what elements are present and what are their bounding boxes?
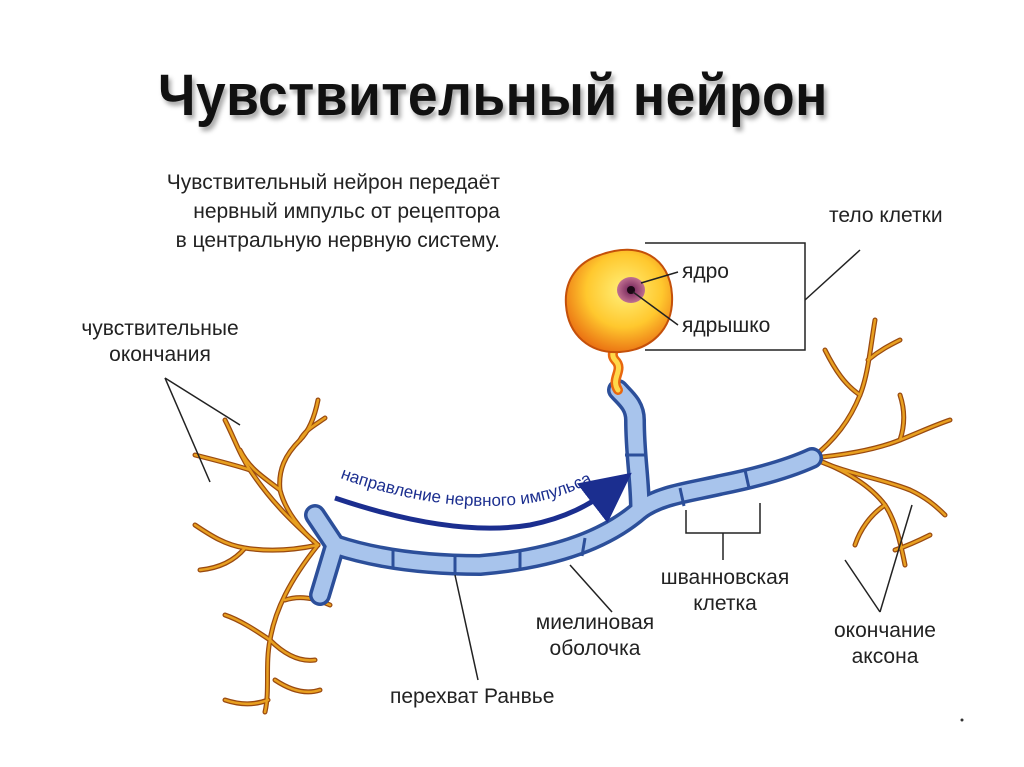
label-myelin-sheath: миелиновая оболочка	[520, 610, 670, 662]
sensory-dendrites-fill	[193, 398, 332, 714]
label-axon-ending-line: аксона	[851, 645, 919, 668]
axon-terminal-branches	[809, 317, 953, 568]
label-ranvier-node: перехват Ранвье	[390, 685, 555, 708]
label-schwann-cell: шванновская клетка	[650, 565, 800, 617]
axon-ending-leaders	[844, 504, 913, 613]
myelin-leader	[569, 564, 613, 613]
ranvier-nodes	[391, 453, 751, 574]
label-myelin-line: миелиновая	[535, 611, 655, 634]
label-axon-ending: окончание аксона	[810, 618, 960, 670]
label-sensory-endings: чувствительные окончания	[60, 316, 260, 368]
label-axon-ending-line: окончание	[833, 619, 936, 642]
label-nucleus: ядро	[682, 260, 729, 283]
axon-terminal-fill	[810, 318, 952, 567]
label-myelin-line: оболочка	[549, 637, 641, 660]
impulse-direction-label: направление нервного импульса	[339, 464, 595, 510]
label-nucleolus: ядрышко	[682, 314, 771, 337]
label-cell-body: тело клетки	[829, 204, 943, 227]
myelin-sheath-fill	[307, 382, 820, 603]
impulse-arrow	[334, 472, 632, 531]
corner-mark	[960, 718, 964, 722]
cell-body	[564, 248, 674, 354]
label-schwann-line: шванновская	[660, 566, 790, 589]
description-line: в центральную нервную систему.	[175, 229, 500, 252]
sensory-endings-leaders	[164, 377, 241, 483]
ranvier-leader	[454, 574, 479, 681]
description-line: нервный импульс от рецептора	[193, 200, 500, 223]
impulse-direction-textpath: направление нервного импульса	[339, 464, 595, 510]
schwann-bracket	[685, 503, 761, 560]
description-text: Чувствительный нейрон передаёт нервный и…	[80, 168, 500, 255]
label-sensory-endings-line: окончания	[109, 343, 211, 366]
description-line: Чувствительный нейрон передаёт	[166, 171, 500, 194]
label-schwann-line: клетка	[693, 592, 757, 615]
cell-body-callout	[632, 242, 861, 351]
label-sensory-endings-line: чувствительные	[81, 317, 239, 340]
page-title: Чувствительный нейрон	[158, 63, 828, 128]
